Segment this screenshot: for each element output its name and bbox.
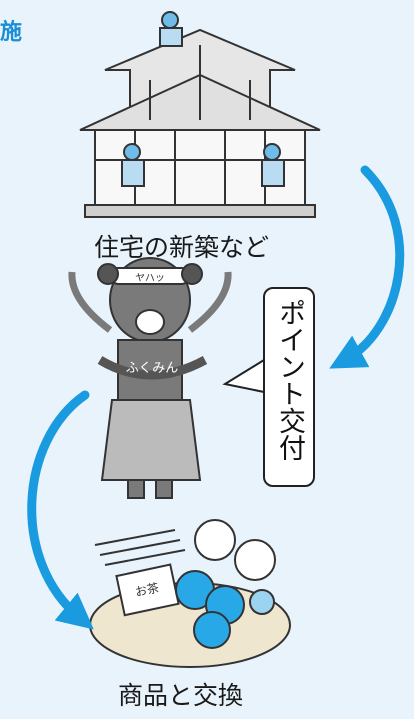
goods-basket-illustration: お茶	[89, 519, 291, 668]
point-label: ポイント交付	[274, 299, 305, 461]
curved-arrow-icon	[329, 165, 405, 369]
svg-text:お茶: お茶	[134, 580, 161, 600]
curved-arrow-icon	[27, 390, 94, 630]
corner-heading-fragment: 施	[0, 20, 23, 45]
step-goods-label: 商品と交換	[118, 681, 244, 710]
mascot-illustration: ヤハッ ふくみん	[68, 257, 232, 499]
speech-bubble-tail	[222, 358, 265, 394]
point-speech-bubble: ポイント交付	[263, 287, 315, 487]
house-illustration	[79, 11, 321, 218]
svg-text:ふくみん: ふくみん	[126, 361, 179, 376]
svg-text:ヤハッ: ヤハッ	[135, 273, 165, 284]
step-house-label: 住宅の新築など	[94, 233, 270, 262]
